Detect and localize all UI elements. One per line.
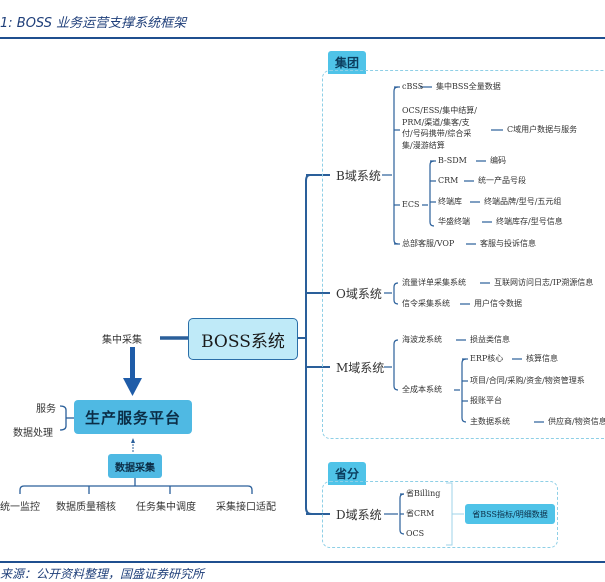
collect-item-monitor: 统一监控 xyxy=(0,502,40,513)
main-trunk xyxy=(305,174,313,515)
b-cbss-desc: 集中BSS全量数据 xyxy=(436,82,501,91)
b-ocs-block: OCS/ESS/集中结算/ PRM/渠道/集客/支 付/号码携带/综合采 集/漫… xyxy=(402,106,477,150)
b-domain-label: B域系统 xyxy=(336,169,381,183)
boss-system-node: BOSS系统 xyxy=(188,318,298,360)
m-fc-item-desc: 供应商/物资信息 xyxy=(548,417,605,426)
collect-item-interface: 采集接口适配 xyxy=(216,502,276,513)
b-ocs-line: 集/漫游结算 xyxy=(402,140,445,150)
o-domain-tree xyxy=(384,282,490,305)
platform-left-data-processing: 数据处理 xyxy=(13,428,53,439)
o-item-desc: 用户信令数据 xyxy=(474,299,522,308)
header-rule xyxy=(0,37,605,39)
b-ocs-desc: C域用户数据与服务 xyxy=(507,125,578,134)
collect-item-quality: 数据质量稽核 xyxy=(56,502,116,513)
b-ecs-item-desc: 编码 xyxy=(490,156,506,165)
b-ecs-item-name: 终端库 xyxy=(438,197,462,206)
d-item: 省Billing xyxy=(406,489,441,498)
m-fc-item-name: 报账平台 xyxy=(470,396,502,405)
platform-left-bracket xyxy=(59,405,74,431)
small-up-arrow xyxy=(131,438,135,452)
data-collect-node: 数据采集 xyxy=(108,454,162,478)
group-panel-shengfen xyxy=(322,481,558,548)
m-domain-label: M域系统 xyxy=(336,361,385,375)
b-ecs-item-desc: 统一产品号段 xyxy=(478,176,526,185)
d-output-bracket xyxy=(446,482,464,546)
b-vop: 总部客服/VOP xyxy=(402,239,455,248)
o-item-name: 流量详单采集系统 xyxy=(402,278,466,287)
o-domain-label: O域系统 xyxy=(336,287,382,301)
m-fc-item-name: 主数据系统 xyxy=(470,417,510,426)
source-note: 来源：公开资料整理，国盛证券研究所 xyxy=(0,567,205,581)
b-ocs-line: PRM/渠道/集客/支 xyxy=(402,117,470,127)
collect-bracket xyxy=(19,478,253,494)
m-full-cost: 全成本系统 xyxy=(402,385,442,394)
platform-left-service: 服务 xyxy=(36,404,56,415)
collect-label: 集中采集 xyxy=(102,335,142,346)
b-ecs: ECS xyxy=(402,200,420,209)
b-vop-desc: 客服与投诉信息 xyxy=(480,239,536,248)
b-ecs-item-name: 华盛终端 xyxy=(438,217,470,226)
figure-caption: 1: BOSS 业务运营支撑系统框架 xyxy=(0,16,187,31)
m-fc-item-name: ERP核心 xyxy=(470,354,504,363)
b-ocs-line: 付/号码携带/综合采 xyxy=(402,129,472,139)
d-item: OCS xyxy=(406,529,425,538)
b-ocs-line: OCS/ESS/集中结算/ xyxy=(402,106,477,115)
d-domain-tree xyxy=(384,493,405,535)
b-domain-tree xyxy=(382,86,503,245)
collect-item-schedule: 任务集中调度 xyxy=(136,502,196,513)
b-ecs-item-name: B-SDM xyxy=(438,156,467,165)
d-domain-label: D域系统 xyxy=(336,508,382,522)
m-hbl-desc: 损益类信息 xyxy=(470,335,510,344)
o-item-name: 信令采集系统 xyxy=(402,299,450,308)
m-hbl: 海波龙系统 xyxy=(402,335,442,344)
m-fc-item-name: 项目/合同/采购/资金/物资管理系 xyxy=(470,376,585,385)
footer-rule xyxy=(0,561,605,563)
b-ecs-item-name: CRM xyxy=(438,176,459,185)
b-ecs-item-desc: 终端库存/型号信息 xyxy=(496,217,563,226)
production-platform-node: 生产服务平台 xyxy=(74,400,192,434)
m-fc-item-desc: 核算信息 xyxy=(526,354,558,363)
d-item: 省CRM xyxy=(406,509,435,518)
m-domain-tree xyxy=(384,339,544,423)
group-panel-jituan xyxy=(322,70,605,439)
down-arrow xyxy=(123,347,142,396)
b-cbss: cBSS xyxy=(402,82,424,91)
group-tab-shengfen: 省分 xyxy=(328,462,367,485)
b-ecs-item-desc: 终端品牌/型号/五元组 xyxy=(484,197,562,206)
group-tab-jituan: 集团 xyxy=(328,51,367,74)
o-item-desc: 互联网访问日志/IP溯源信息 xyxy=(494,278,594,287)
d-output-node: 省BSS指标/明细数据 xyxy=(465,504,555,524)
